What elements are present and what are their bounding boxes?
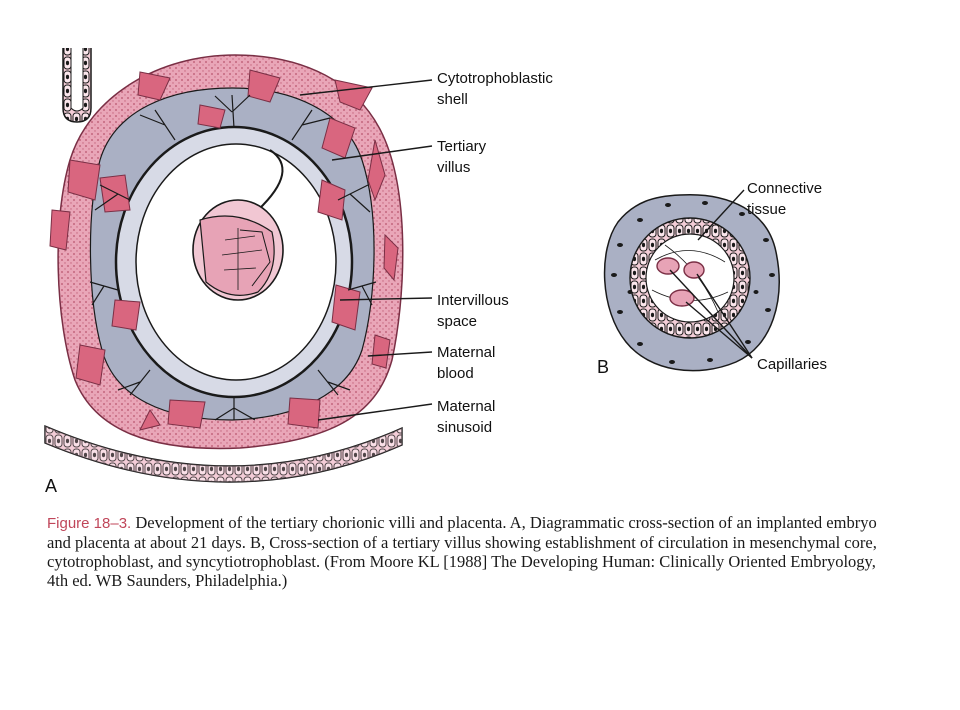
endometrial-epithelium	[44, 424, 403, 483]
label-maternal-sinusoid: Maternal sinusoid	[437, 398, 496, 436]
label-cytotrophoblastic-shell: Cytotrophoblastic shell	[437, 70, 553, 108]
panel-a-letter: A	[45, 476, 58, 496]
panel-b-letter: B	[597, 357, 610, 377]
figure-number: Figure 18–3.	[47, 515, 132, 532]
panel-b-leader-lines	[669, 189, 753, 359]
panel-b-drawing	[603, 189, 780, 372]
villus-stems	[89, 94, 377, 421]
label-connective-tissue: Connective tissue	[747, 180, 823, 218]
uterine-gland	[62, 48, 92, 123]
label-intervillous-space: Intervillous space	[437, 292, 509, 330]
capillaries-shapes	[656, 257, 705, 307]
embryo	[192, 149, 284, 301]
panel-a-leader-lines	[299, 79, 433, 421]
caption-text: Development of the tertiary chorionic vi…	[47, 513, 877, 590]
panel-a-drawing	[44, 48, 433, 483]
label-maternal-blood: Maternal blood	[437, 344, 496, 382]
label-capillaries: Capillaries	[757, 356, 828, 373]
label-tertiary-villus: Tertiary villus	[437, 138, 487, 176]
figure-caption: Figure 18–3. Development of the tertiary…	[47, 513, 877, 590]
